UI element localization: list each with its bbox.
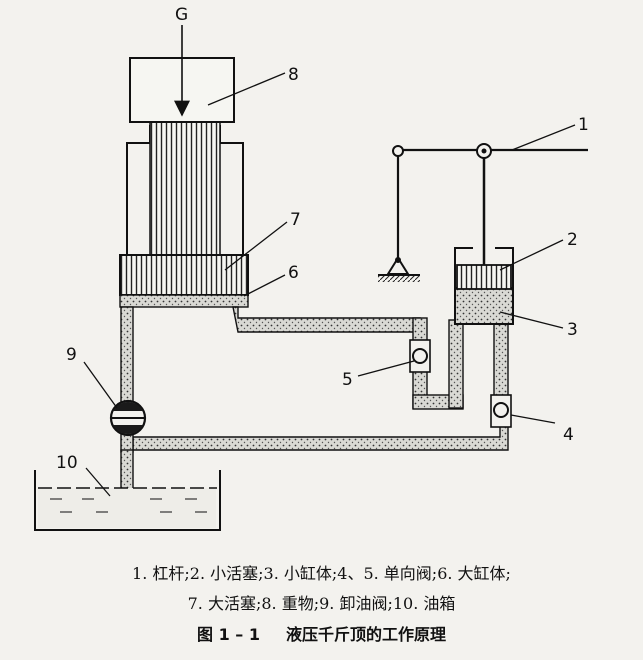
figure-title: 液压千斤顶的工作原理 [285, 625, 446, 644]
check-valve-4 [490, 394, 512, 428]
large-piston-rod [149, 121, 221, 256]
unloading-valve-9 [109, 399, 147, 437]
label-3: 3 [567, 320, 578, 340]
label-4: 4 [563, 425, 574, 445]
ground-support [378, 256, 420, 282]
label-8: 8 [288, 65, 299, 85]
leader-lines [83, 72, 576, 497]
label-9: 9 [66, 345, 77, 365]
large-piston [119, 254, 249, 296]
figure-number: 图 1 – 1 [197, 625, 260, 644]
label-1: 1 [578, 115, 589, 135]
label-5: 5 [342, 370, 353, 390]
label-6: 6 [288, 263, 299, 283]
label-2: 2 [567, 230, 578, 250]
figure-caption: 图 1 – 1 液压千斤顶的工作原理 [0, 621, 643, 645]
label-10: 10 [56, 453, 78, 473]
oil-pipes [119, 294, 509, 453]
label-7: 7 [290, 210, 301, 230]
label-force-g: G [175, 5, 188, 25]
hydraulic-jack-diagram: G 8 1 7 2 6 3 9 5 4 10 [34, 5, 589, 531]
legend-line-2: 7. 大活塞;8. 重物;9. 卸油阀;10. 油箱 [187, 594, 456, 613]
lever [396, 148, 588, 258]
oil-tank [34, 470, 221, 531]
lever-joint-inner [481, 148, 487, 154]
check-valve-5 [409, 339, 431, 373]
lever-pivot [392, 145, 404, 157]
legend-line-1: 1. 杠杆;2. 小活塞;3. 小缸体;4、5. 单向阀;6. 大缸体; [132, 564, 511, 583]
